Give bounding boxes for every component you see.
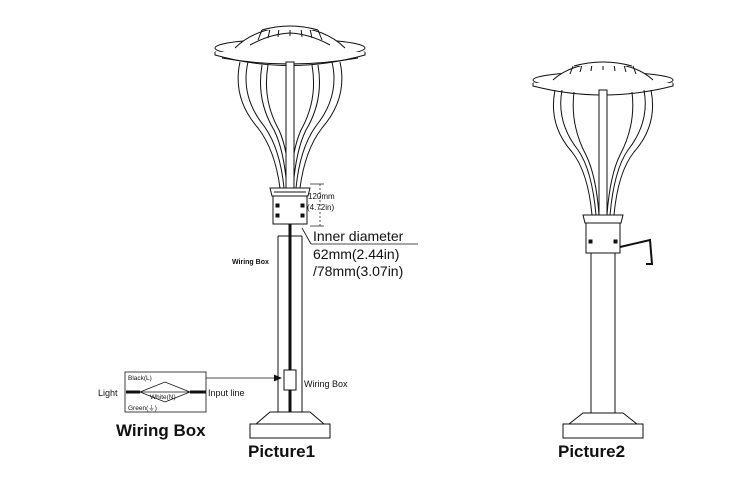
lamp-1-collar: [269, 187, 311, 225]
lamp-2-shade: [532, 61, 674, 96]
inner-diameter-title: Inner diameter: [313, 228, 404, 244]
light-label: Light: [98, 388, 118, 398]
wiring-box-arrow: [206, 374, 283, 382]
lamp-2-arms: [552, 89, 654, 216]
wiring-box-callout-label: Wiring Box: [304, 379, 348, 389]
lamp-1-base: [249, 411, 331, 439]
lamp-1-shade: [214, 25, 366, 66]
lamp-1: [214, 25, 366, 439]
lamp-2-pole: [590, 252, 616, 414]
wire-white-label: White(N): [150, 394, 176, 401]
picture-1-caption: Picture1: [248, 442, 315, 461]
inner-diameter-value-2: /78mm(3.07in): [313, 263, 403, 279]
lamp-2-collar: [582, 214, 624, 254]
input-line-label: Input line: [208, 388, 245, 398]
dimension-in-label: (4.72in): [307, 203, 334, 212]
dimension-mm-label: 120mm: [308, 192, 335, 201]
inner-diameter-value-1: 62mm(2.44in): [313, 246, 399, 262]
lamp-2-cable: [619, 238, 654, 265]
wiring-diagram: [124, 371, 207, 413]
wiring-box-side-label: Wiring Box: [232, 259, 269, 266]
lamp-1-arms: [237, 61, 343, 189]
wiring-box-title: Wiring Box: [116, 421, 206, 440]
dimension-marker: [310, 183, 324, 227]
inner-diameter-leader: [301, 227, 418, 245]
wire-green-label: Green(⏚): [128, 404, 157, 412]
wire-black-label: Black(L): [128, 375, 152, 382]
lamp-2-base: [562, 412, 644, 439]
picture-2-caption: Picture2: [558, 442, 625, 461]
lamp-2: [532, 61, 674, 439]
lamp-1-pole: [277, 224, 303, 412]
